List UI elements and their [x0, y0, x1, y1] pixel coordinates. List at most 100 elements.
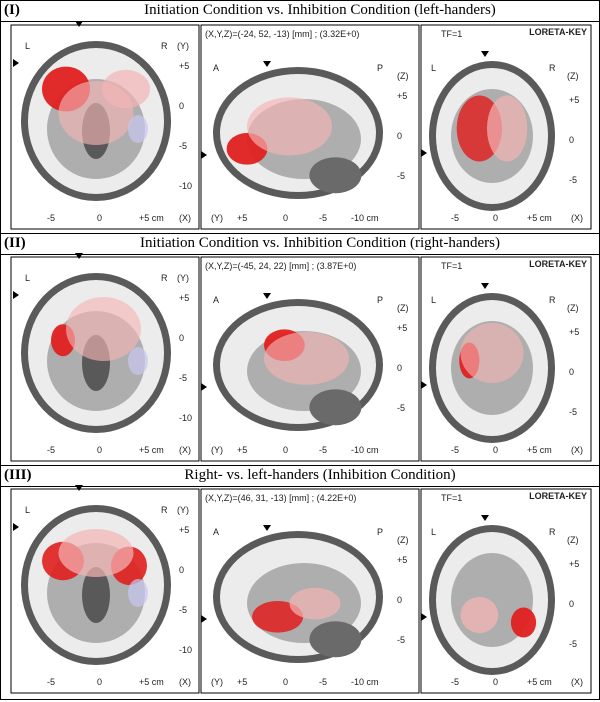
axial-htick: 0 — [97, 677, 102, 687]
sagittal-vertical-axis-label: (Z) — [397, 71, 409, 81]
axial-vtick: +5 — [179, 293, 189, 303]
coronal-corner-right: R — [549, 295, 556, 305]
coronal-htick: +5 cm — [527, 213, 552, 223]
sagittal-vtick: +5 — [397, 323, 407, 333]
sagittal-top-marker — [263, 61, 271, 67]
axial-vtick: +5 — [179, 61, 189, 71]
coronal-vtick: +5 — [569, 95, 579, 105]
time-frame-readout: TF=1 — [441, 493, 462, 503]
axial-corner-right: R — [161, 273, 168, 283]
axial-htick: +5 cm — [139, 213, 164, 223]
axial-htick: -5 — [47, 213, 55, 223]
axial-corner-left: L — [25, 273, 30, 283]
sagittal-slice-marker — [201, 151, 207, 159]
axial-ventricle — [82, 567, 110, 623]
coronal-horizontal-axis-label: (X) — [571, 445, 583, 455]
coronal-top-marker — [481, 283, 489, 289]
coronal-htick: -5 — [451, 677, 459, 687]
coronal-vtick: 0 — [569, 599, 574, 609]
section-label: (I) — [4, 2, 20, 18]
axial-activation-blob-1 — [66, 297, 141, 361]
sagittal-cerebellum — [309, 389, 362, 426]
sagittal-corner-right: P — [377, 527, 383, 537]
axial-htick: -5 — [47, 677, 55, 687]
loreta-key-logo: LORETA-KEY — [529, 27, 587, 37]
coronal-vtick: 0 — [569, 367, 574, 377]
axial-horizontal-axis-label: (X) — [179, 677, 191, 687]
sagittal-htick: +5 — [237, 677, 247, 687]
sagittal-corner-left: A — [213, 295, 219, 305]
coronal-vertical-axis-label: (Z) — [567, 535, 579, 545]
sagittal-htick: -10 cm — [351, 445, 379, 455]
axial-deactivation-blob — [128, 579, 148, 607]
sagittal-activation-blob-1 — [264, 332, 349, 385]
section-title: Initiation Condition vs. Inhibition Cond… — [140, 235, 500, 251]
axial-vtick: +5 — [179, 525, 189, 535]
coronal-slice-marker — [421, 381, 427, 389]
axial-htick: +5 cm — [139, 445, 164, 455]
axial-htick: 0 — [97, 445, 102, 455]
sagittal-activation-blob-1 — [289, 587, 341, 620]
figure-section-1: (I) Initiation Condition vs. Inhibition C… — [1, 1, 599, 233]
coronal-htick: +5 cm — [527, 677, 552, 687]
coronal-vtick: -5 — [569, 407, 577, 417]
coordinate-readout: (X,Y,Z)=(-24, 52, -13) [mm] ; (3.32E+0) — [205, 29, 359, 39]
sagittal-htick: -5 — [319, 445, 327, 455]
sagittal-htick: 0 — [283, 445, 288, 455]
sagittal-top-marker — [263, 293, 271, 299]
coordinate-readout: (X,Y,Z)=(46, 31, -13) [mm] ; (4.22E+0) — [205, 493, 356, 503]
sagittal-htick: -10 cm — [351, 677, 379, 687]
axial-slice-marker — [13, 291, 19, 299]
sagittal-vtick: +5 — [397, 555, 407, 565]
axial-top-marker — [75, 253, 83, 259]
coronal-top-marker — [481, 51, 489, 57]
sagittal-cerebellum — [309, 157, 362, 194]
coronal-htick: +5 cm — [527, 445, 552, 455]
coronal-top-marker — [481, 515, 489, 521]
sagittal-htick: 0 — [283, 213, 288, 223]
axial-activation-blob-2 — [58, 529, 134, 577]
axial-htick: -5 — [47, 445, 55, 455]
coordinate-readout: (X,Y,Z)=(-45, 24, 22) [mm] ; (3.87E+0) — [205, 261, 356, 271]
axial-horizontal-axis-label: (X) — [179, 445, 191, 455]
sagittal-activation-blob-1 — [247, 97, 332, 156]
sagittal-slice-marker — [201, 615, 207, 623]
axial-deactivation-blob — [128, 347, 148, 375]
axial-horizontal-axis-label: (X) — [179, 213, 191, 223]
sagittal-corner-left: A — [213, 527, 219, 537]
axial-vtick: 0 — [179, 565, 184, 575]
coronal-corner-left: L — [431, 527, 436, 537]
sagittal-vtick: 0 — [397, 131, 402, 141]
time-frame-readout: TF=1 — [441, 261, 462, 271]
section-title: Right- vs. left-handers (Inhibition Cond… — [184, 467, 456, 483]
sagittal-horizontal-axis-label: (Y) — [211, 677, 223, 687]
sagittal-htick: -5 — [319, 213, 327, 223]
coronal-vtick: -5 — [569, 639, 577, 649]
section-header: (III)Right- vs. left-handers (Inhibition… — [1, 465, 599, 487]
coronal-vertical-axis-label: (Z) — [567, 71, 579, 81]
coronal-htick: 0 — [493, 213, 498, 223]
sagittal-vtick: 0 — [397, 595, 402, 605]
coronal-slice-marker — [421, 613, 427, 621]
sagittal-slice-marker — [201, 383, 207, 391]
sagittal-vertical-axis-label: (Z) — [397, 535, 409, 545]
sagittal-vtick: -5 — [397, 403, 405, 413]
axial-vtick: -10 — [179, 413, 192, 423]
coronal-vertical-axis-label: (Z) — [567, 303, 579, 313]
axial-deactivation-blob — [128, 115, 148, 143]
axial-htick: 0 — [97, 213, 102, 223]
axial-corner-left: L — [25, 505, 30, 515]
coronal-horizontal-axis-label: (X) — [571, 677, 583, 687]
coronal-vtick: +5 — [569, 327, 579, 337]
coronal-vtick: -5 — [569, 175, 577, 185]
coronal-htick: 0 — [493, 677, 498, 687]
coronal-htick: 0 — [493, 445, 498, 455]
section-title: Initiation Condition vs. Inhibition Cond… — [144, 2, 496, 18]
sagittal-corner-right: P — [377, 295, 383, 305]
sagittal-vtick: 0 — [397, 363, 402, 373]
axial-vtick: 0 — [179, 333, 184, 343]
axial-top-marker — [75, 21, 83, 27]
